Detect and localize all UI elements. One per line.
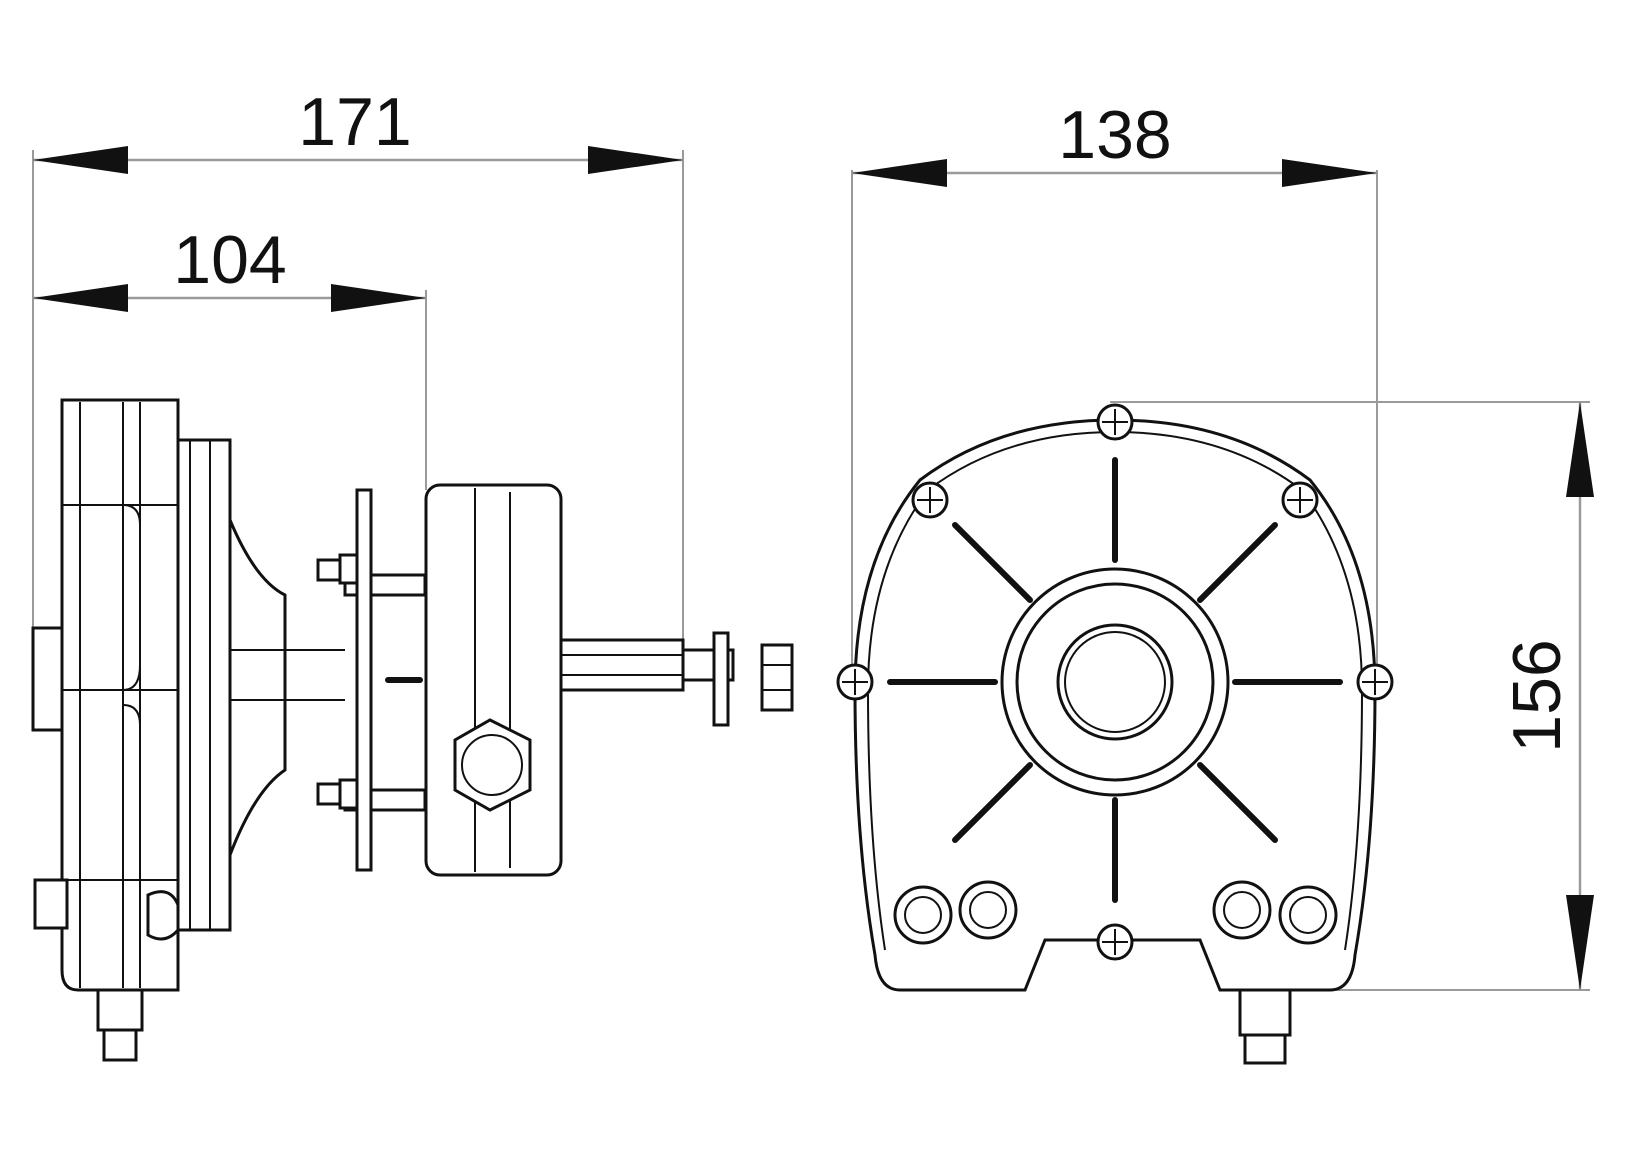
port-icon — [893, 885, 953, 945]
screw-icon — [836, 663, 874, 701]
screw-icon — [1096, 403, 1134, 441]
dimension-156: 156 — [1110, 401, 1594, 991]
dimension-label-138: 138 — [1058, 97, 1171, 173]
dimension-138: 138 — [851, 97, 1378, 680]
dimension-171: 171 — [32, 84, 684, 700]
pump-housing-side — [31, 398, 180, 992]
dimension-104: 104 — [33, 222, 427, 490]
hose-ports — [893, 880, 1338, 945]
port-icon — [1212, 880, 1272, 940]
mounting-screws — [836, 403, 1394, 961]
screw-icon — [1281, 481, 1319, 519]
pump-front-body — [424, 483, 563, 877]
bottom-fittings — [33, 878, 180, 1062]
dimension-label-156: 156 — [1499, 639, 1575, 752]
housing-flange — [176, 438, 345, 932]
front-view: 138 156 — [836, 97, 1594, 1065]
housing-ribs — [887, 457, 1343, 903]
screw-icon — [1096, 923, 1134, 961]
bottom-fitting-front — [1238, 988, 1292, 1065]
port-icon — [958, 880, 1018, 940]
central-hub — [1000, 567, 1230, 797]
screw-icon — [911, 481, 949, 519]
steering-shaft — [559, 631, 794, 727]
port-icon — [1278, 885, 1338, 945]
dimension-label-104: 104 — [173, 222, 286, 298]
screw-icon — [1356, 663, 1394, 701]
side-view: 171 104 — [31, 84, 794, 1062]
dimension-label-171: 171 — [298, 84, 411, 160]
mounting-plate-side — [316, 488, 427, 872]
